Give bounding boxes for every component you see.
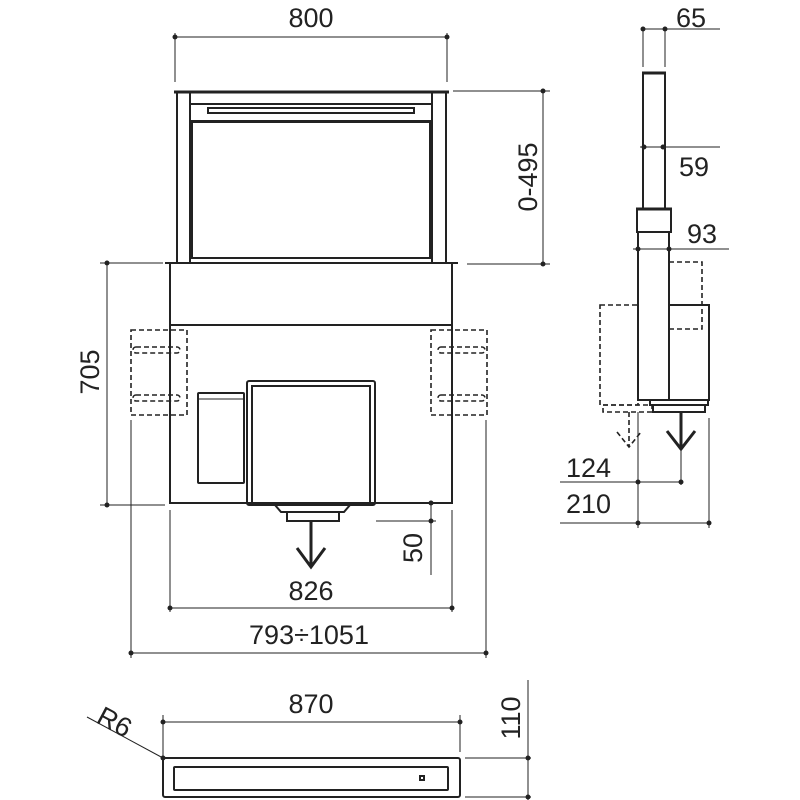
dim-label-793-1051: 793÷1051	[249, 620, 369, 650]
dim-outlet-offset: 50	[376, 500, 436, 575]
dim-label-59: 59	[679, 152, 709, 182]
dim-bracket-span: 793÷1051	[128, 420, 489, 658]
collar	[636, 208, 672, 233]
dim-top-110: 110	[465, 680, 531, 800]
dim-label-870: 870	[288, 689, 333, 719]
side-view: 65 59 93	[560, 3, 729, 528]
top-view: 870 R6 110	[86, 680, 531, 800]
control-button-icon	[419, 775, 425, 781]
outlet-side	[652, 404, 706, 413]
dim-label-93: 93	[687, 219, 717, 249]
top-slot	[173, 766, 449, 791]
top-frame	[162, 757, 461, 798]
outlet-alt-dashed	[602, 404, 653, 413]
dim-label-110: 110	[496, 696, 526, 739]
glass-panel	[165, 90, 458, 264]
dim-label-0-495: 0-495	[513, 142, 543, 211]
dim-side-59: 59	[640, 144, 720, 182]
dim-label-826: 826	[288, 576, 333, 606]
hood-body	[169, 262, 453, 506]
dim-body-height: 705	[75, 260, 165, 508]
dim-side-210: 210	[560, 489, 712, 526]
mounting-bracket-left	[130, 329, 188, 416]
dim-top-870: 870	[160, 689, 463, 758]
dim-label-705: 705	[75, 349, 105, 394]
dim-side-93: 93	[633, 219, 729, 252]
glass-profile	[642, 72, 666, 210]
dim-side-124: 124	[560, 453, 684, 485]
dim-top-radius: R6	[86, 701, 166, 761]
dim-label-210: 210	[566, 489, 611, 519]
body-profile	[637, 231, 670, 401]
dim-lift-height: 0-495	[453, 88, 550, 267]
dim-side-65: 65	[640, 3, 720, 67]
outlet-arrow-dashed	[616, 412, 642, 449]
dim-label-65: 65	[676, 3, 706, 33]
mounting-bracket-right	[430, 329, 488, 416]
dim-body-width: 826	[167, 510, 455, 612]
motor-block-alt-dashed	[599, 304, 639, 406]
outlet-arrow-solid	[665, 412, 697, 452]
motor-block-side	[668, 304, 710, 401]
air-outlet	[272, 504, 353, 570]
dim-label-800: 800	[288, 3, 333, 33]
bracket-side-dashed	[668, 261, 703, 330]
dim-label-50: 50	[398, 533, 428, 563]
dim-label-124: 124	[566, 453, 611, 483]
dim-front-width: 800	[172, 3, 450, 82]
front-view: 800 0-495	[75, 3, 550, 658]
dim-label-r6: R6	[92, 701, 137, 744]
